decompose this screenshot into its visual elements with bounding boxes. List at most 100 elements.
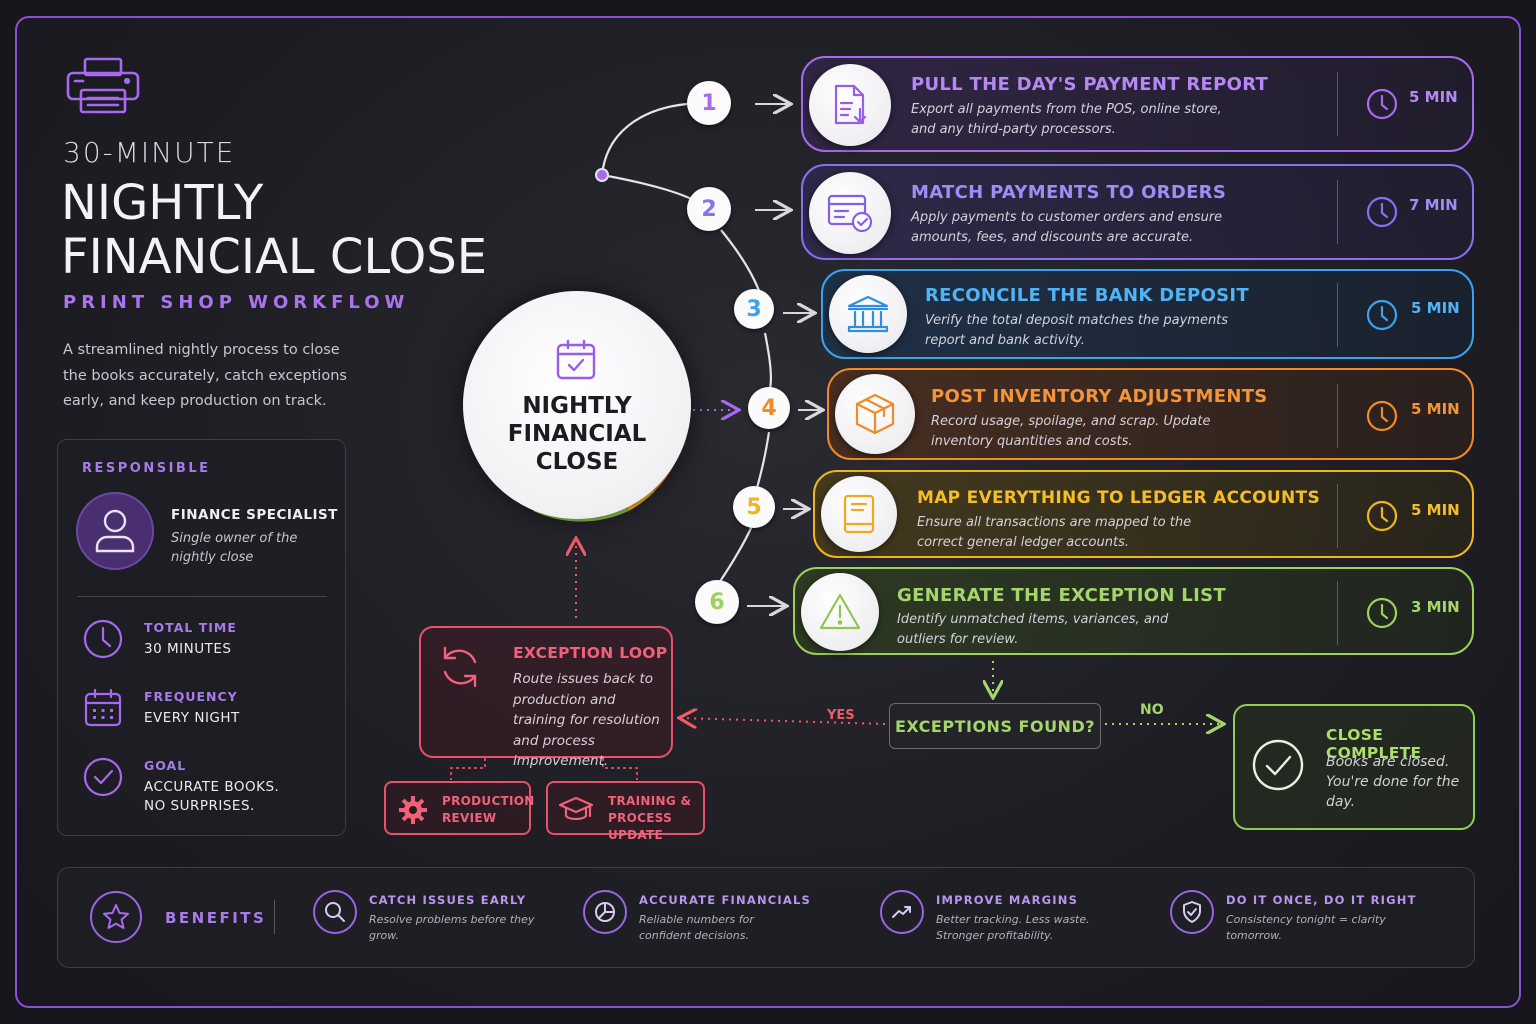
complete-description: Books are closed. You're done for the da…: [1326, 754, 1460, 810]
meta-value: EVERY NIGHT: [144, 710, 240, 726]
page-title-line2: FINANCIAL CLOSE: [61, 229, 488, 285]
box-icon: [835, 374, 915, 454]
step-title: RECONCILE THE BANK DEPOSIT: [925, 285, 1249, 306]
step-time: 5 MIN: [1411, 299, 1460, 317]
clock-icon: [1366, 88, 1398, 120]
benefit-title: ACCURATE FINANCIALS: [639, 893, 811, 907]
step-title: POST INVENTORY ADJUSTMENTS: [931, 386, 1268, 407]
step-time: 3 MIN: [1411, 598, 1460, 616]
meta-goal: GOAL ACCURATE BOOKS. NO SURPRISES.: [78, 756, 328, 816]
pie-chart-icon: [583, 890, 627, 934]
step-title: MATCH PAYMENTS TO ORDERS: [911, 182, 1227, 203]
divider: [77, 596, 327, 597]
printer-icon: [66, 57, 140, 114]
page-description: A streamlined nightly process to close t…: [63, 342, 347, 409]
user-icon: [76, 492, 154, 570]
step-divider: [1337, 484, 1338, 548]
clock-icon: [1366, 400, 1398, 432]
step-description: Verify the total deposit matches the pay…: [925, 313, 1229, 348]
exception-loop-card: EXCEPTION LOOP Route issues back to prod…: [419, 626, 673, 769]
responsible-label: RESPONSIBLE: [82, 461, 211, 476]
step-number-3: 3: [734, 289, 774, 329]
step-card-5: MAP EVERYTHING TO LEDGER ACCOUNTS Ensure…: [813, 470, 1474, 558]
calendar-icon: [84, 688, 122, 727]
step-divider: [1337, 581, 1338, 645]
benefit-title: CATCH ISSUES EARLY: [369, 893, 527, 907]
bank-icon: [829, 275, 907, 353]
step-description: Apply payments to customer orders and en…: [911, 210, 1223, 245]
meta-frequency: FREQUENCY EVERY NIGHT: [78, 687, 328, 737]
infographic-frame: 30-MINUTE NIGHTLY FINANCIAL CLOSE PRINT …: [15, 16, 1521, 1008]
spine-line: [718, 525, 754, 584]
title-kicker: 30-MINUTE: [63, 136, 236, 169]
step-number-5: 5: [733, 486, 775, 528]
page-title-line1: NIGHTLY: [61, 175, 264, 231]
meta-value: ACCURATE BOOKS. NO SURPRISES.: [144, 779, 280, 814]
warning-icon: [801, 573, 879, 651]
loop-title: EXCEPTION LOOP: [513, 644, 668, 662]
step-card-2: MATCH PAYMENTS TO ORDERS Apply payments …: [801, 164, 1474, 260]
step-time: 5 MIN: [1409, 88, 1458, 106]
step-description: Ensure all transactions are mapped to th…: [917, 515, 1192, 550]
benefit-title: DO IT ONCE, DO IT RIGHT: [1226, 893, 1417, 907]
check-circle-icon: [1252, 739, 1304, 791]
step-divider: [1337, 283, 1338, 347]
role-description: Single owner of the nightly close: [171, 531, 298, 565]
role-title: FINANCE SPECIALIST: [171, 507, 338, 523]
loop-description: Route issues back to production and trai…: [513, 671, 660, 769]
step-title: GENERATE THE EXCEPTION LIST: [897, 585, 1226, 606]
spine-line: [763, 332, 772, 394]
decision-box: EXCEPTIONS FOUND?: [889, 703, 1101, 749]
meta-key: TOTAL TIME: [144, 620, 237, 635]
ledger-book-icon: [821, 476, 897, 552]
step-divider: [1337, 384, 1338, 448]
star-icon: [90, 891, 142, 943]
gear-icon: [399, 796, 427, 824]
step-card-1: PULL THE DAY'S PAYMENT REPORT Export all…: [801, 56, 1474, 152]
complete-title: CLOSE COMPLETE: [1326, 726, 1422, 762]
spine-line: [755, 431, 771, 489]
step-description: Identify unmatched items, variances, and…: [897, 612, 1169, 647]
benefit-description: Reliable numbers for confident decisions…: [639, 913, 754, 942]
meta-value: 30 MINUTES: [144, 641, 232, 657]
benefit-item: ACCURATE FINANCIALS Reliable numbers for…: [583, 888, 843, 948]
step-description: Record usage, spoilage, and scrap. Updat…: [931, 414, 1211, 449]
step-card-4: POST INVENTORY ADJUSTMENTS Record usage,…: [827, 368, 1474, 460]
clock-icon: [1366, 196, 1398, 228]
production-review-box: PRODUCTION REVIEW: [384, 781, 534, 835]
step-card-3: RECONCILE THE BANK DEPOSIT Verify the to…: [821, 269, 1474, 359]
step-time: 5 MIN: [1411, 501, 1460, 519]
page-title: NIGHTLY FINANCIAL CLOSE: [61, 176, 487, 284]
graduation-cap-icon: [558, 796, 594, 821]
responsible-card: RESPONSIBLE FINANCE SPECIALIST Single ow…: [57, 439, 346, 836]
step-description: Export all payments from the POS, online…: [911, 102, 1222, 137]
decision-yes-label: YES: [827, 708, 855, 723]
step-number-6: 6: [695, 580, 739, 624]
step-number-2: 2: [687, 187, 731, 231]
benefit-description: Better tracking. Less waste. Stronger pr…: [936, 913, 1090, 942]
clock-icon: [1366, 299, 1398, 331]
hub-title: NIGHTLY FINANCIAL CLOSE: [507, 393, 647, 475]
step-number-4: 4: [748, 387, 790, 429]
meta-key: FREQUENCY: [144, 689, 238, 704]
benefit-item: DO IT ONCE, DO IT RIGHT Consistency toni…: [1170, 888, 1430, 948]
clock-icon: [1366, 597, 1398, 629]
check-circle-icon: [83, 757, 123, 797]
divider: [274, 900, 275, 934]
clock-icon: [1366, 500, 1398, 532]
benefits-bar: BENEFITS CATCH ISSUES EARLY Resolve prob…: [57, 867, 1475, 968]
clock-icon: [83, 619, 123, 659]
page-subtitle: PRINT SHOP WORKFLOW: [63, 292, 410, 313]
trend-up-icon: [880, 890, 924, 934]
calendar-check-icon: [556, 339, 596, 380]
step-number-1: 1: [687, 81, 731, 125]
shield-check-icon: [1170, 890, 1214, 934]
step-card-6: GENERATE THE EXCEPTION LIST Identify unm…: [793, 567, 1474, 655]
document-download-icon: [809, 64, 891, 146]
invoice-check-icon: [809, 172, 891, 254]
meta-total-time: TOTAL TIME 30 MINUTES: [78, 618, 328, 668]
step-time: 5 MIN: [1411, 400, 1460, 418]
training-update-label: TRAINING & PROCESS UPDATE: [608, 794, 692, 842]
benefit-item: IMPROVE MARGINS Better tracking. Less wa…: [880, 888, 1140, 948]
refresh-icon: [443, 646, 477, 688]
